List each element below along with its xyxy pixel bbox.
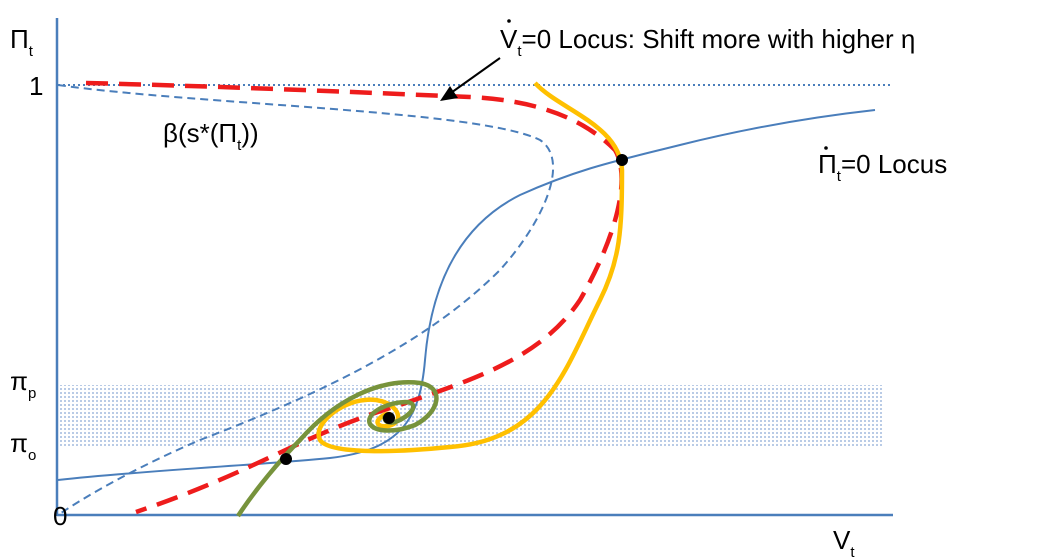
equilibrium-low (280, 453, 292, 465)
y-one-label: 1 (29, 71, 43, 101)
v-locus-label: Vt=0 Locus: Shift more with higher η (500, 24, 915, 60)
v-locus-dot-accent (507, 19, 511, 23)
pi-locus-curve (57, 109, 876, 481)
pi-locus-dot-accent (824, 146, 828, 150)
shaded-band (58, 385, 882, 447)
orange-trajectory (316, 81, 625, 454)
x-axis-label: Vt (833, 525, 855, 560)
equilibrium-mid (383, 412, 395, 424)
annotation-arrow (447, 57, 501, 96)
pi-p-label: πp (10, 366, 36, 402)
origin-label: 0 (53, 501, 67, 531)
pi-locus-label: Πt=0 Locus (818, 149, 947, 185)
equilibrium-high (616, 154, 628, 166)
y-axis-label: Πt (10, 24, 34, 60)
green-trajectory (236, 380, 439, 518)
beta-curve (57, 84, 555, 516)
annotation-arrowhead (440, 86, 458, 101)
pi-o-label: πo (10, 428, 36, 464)
beta-label: β(s*(Πt)) (163, 118, 259, 154)
